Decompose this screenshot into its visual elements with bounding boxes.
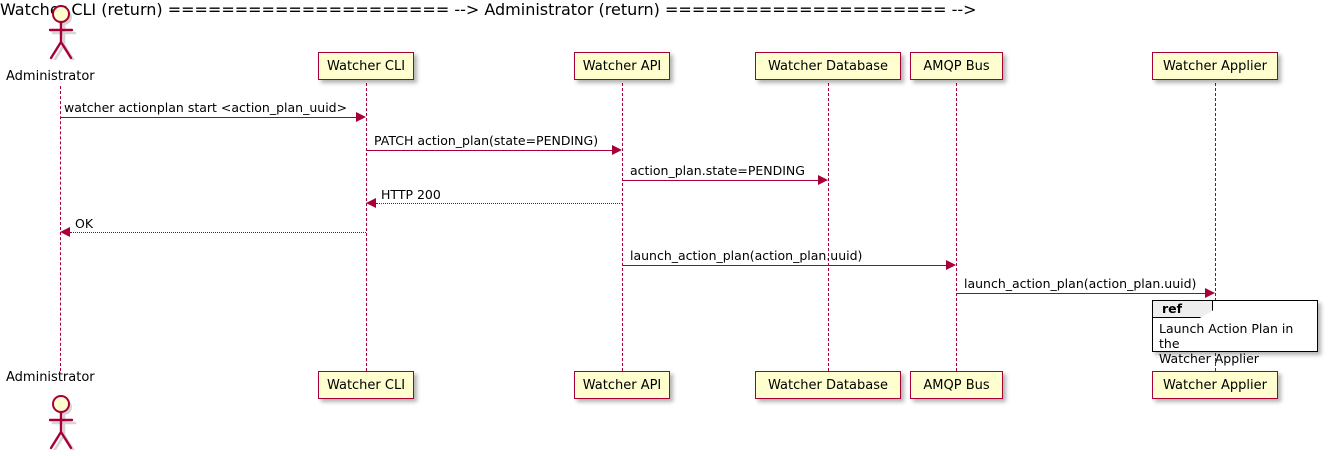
lifeline-watcher-applier (1215, 83, 1216, 371)
actor-label-administrator-top: Administrator (6, 69, 95, 84)
participant-label: AMQP Bus (923, 377, 990, 393)
actor-administrator-top (48, 5, 77, 60)
participant-label: Watcher Database (768, 377, 888, 393)
lifeline-watcher-database (828, 83, 829, 371)
participant-watcher-api-bottom[interactable]: Watcher API (574, 371, 670, 399)
participant-amqp-bus-bottom[interactable]: AMQP Bus (910, 371, 1003, 399)
message-label-watcher-actionplan-start: watcher actionplan start <action_plan_uu… (64, 100, 348, 115)
participant-label: Watcher Applier (1163, 58, 1267, 74)
participant-label: Watcher Database (768, 58, 888, 74)
participant-label: Watcher API (582, 58, 662, 74)
participant-label: Watcher API (582, 377, 662, 393)
message-arrowhead-7 (1205, 288, 1215, 298)
message-label-launch-action-plan-api: launch_action_plan(action_plan.uuid) (630, 248, 863, 263)
message-label-launch-action-plan-bus: launch_action_plan(action_plan.uuid) (964, 276, 1197, 291)
message-line-7 (956, 293, 1209, 294)
message-arrowhead-4 (366, 198, 376, 208)
message-line-4 (376, 203, 622, 204)
lifeline-watcher-cli (366, 83, 367, 371)
message-arrowhead-2 (612, 145, 622, 155)
message-line-2 (366, 150, 616, 151)
message-arrowhead-3 (818, 175, 828, 185)
message-arrowhead-5 (60, 227, 70, 237)
ref-fragment-text: Launch Action Plan in the Watcher Applie… (1159, 321, 1294, 366)
message-label-ok: OK (75, 216, 94, 231)
ref-fragment: ref Launch Action Plan in the Watcher Ap… (1152, 300, 1318, 366)
message-label-patch-action-plan: PATCH action_plan(state=PENDING) (374, 133, 599, 148)
participant-watcher-database-bottom[interactable]: Watcher Database (755, 371, 901, 399)
participant-amqp-bus-top[interactable]: AMQP Bus (910, 52, 1003, 80)
actor-label-administrator-bottom: Administrator (6, 370, 95, 385)
participant-label: AMQP Bus (923, 58, 990, 74)
message-line-5 (70, 232, 366, 233)
participant-label: Watcher Applier (1163, 377, 1267, 393)
participant-watcher-cli-bottom[interactable]: Watcher CLI (318, 371, 414, 399)
participant-label: Watcher CLI (326, 58, 406, 74)
message-arrowhead-6 (946, 260, 956, 270)
message-label-http-200: HTTP 200 (381, 187, 441, 202)
participant-watcher-cli-top[interactable]: Watcher CLI (318, 52, 414, 80)
participant-label: Watcher CLI (326, 377, 406, 393)
participant-watcher-applier-top[interactable]: Watcher Applier (1152, 52, 1278, 80)
lifeline-amqp-bus (956, 83, 957, 371)
ref-fragment-tab: ref (1153, 301, 1213, 318)
message-line-1 (60, 117, 360, 118)
message-line-6 (622, 265, 950, 266)
message-line-3 (622, 180, 822, 181)
participant-watcher-api-top[interactable]: Watcher API (574, 52, 670, 80)
message-arrowhead-1 (356, 112, 366, 122)
participant-watcher-database-top[interactable]: Watcher Database (755, 52, 901, 80)
lifeline-watcher-api (622, 83, 623, 371)
ref-fragment-tab-label: ref (1162, 300, 1183, 316)
actor-administrator-bottom (48, 395, 77, 450)
participant-watcher-applier-bottom[interactable]: Watcher Applier (1152, 371, 1278, 399)
message-label-action-plan-state-pending: action_plan.state=PENDING (630, 163, 805, 178)
